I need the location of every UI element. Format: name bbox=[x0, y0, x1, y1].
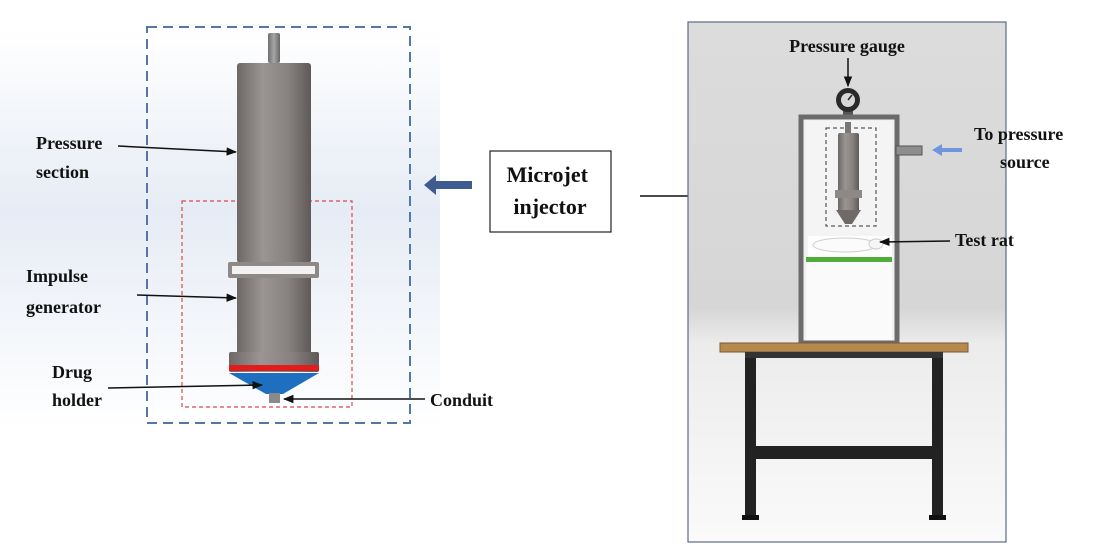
microjet-injector-label-box bbox=[489, 150, 612, 233]
red-band bbox=[229, 365, 319, 371]
test-rat-head bbox=[868, 238, 884, 250]
impulse-generator-cylinder bbox=[237, 278, 311, 352]
injector-frame-dashed bbox=[146, 26, 411, 424]
table-foot-right bbox=[929, 515, 946, 520]
pressure-source-arrow-icon bbox=[932, 144, 962, 156]
impulse-generator-label: Impulse generator bbox=[26, 266, 101, 317]
to-pressure-source-label: To pressure source bbox=[974, 124, 1068, 172]
direction-arrow-icon bbox=[424, 175, 472, 195]
rat-platform bbox=[806, 257, 892, 262]
table-leg-right bbox=[932, 352, 943, 517]
mini-injector-body bbox=[838, 133, 859, 193]
pressure-section-cylinder bbox=[237, 63, 311, 263]
mini-injector-ring bbox=[835, 190, 862, 198]
pressure-source-pipe bbox=[895, 145, 923, 156]
right-panel: Pressure gauge To pressure source Test r… bbox=[687, 21, 1068, 543]
table-top bbox=[719, 342, 969, 353]
test-rat-label: Test rat bbox=[955, 230, 1014, 250]
conduit-nozzle bbox=[269, 393, 280, 403]
left-background-glow bbox=[0, 30, 440, 430]
test-rat-pointer bbox=[878, 237, 951, 247]
top-pin bbox=[268, 33, 280, 63]
table-crossbar bbox=[756, 446, 932, 459]
test-rat-icon bbox=[812, 237, 878, 253]
impulse-ring-white-band bbox=[232, 266, 315, 274]
table-apron bbox=[745, 352, 943, 358]
drug-holder-cone bbox=[229, 373, 319, 394]
pressure-section-pointer bbox=[117, 145, 238, 156]
pressure-section-label: Pressure section bbox=[36, 133, 107, 182]
microjet-injector-label: Microjet injector bbox=[507, 162, 594, 219]
left-panel: Pressure section Impulse generator Drug … bbox=[0, 26, 493, 430]
mini-injector-lower bbox=[838, 198, 859, 210]
middle-section: Microjet injector bbox=[424, 150, 830, 233]
mini-injector-rod bbox=[845, 122, 851, 134]
chamber-lower-white bbox=[806, 262, 892, 340]
mini-injector-cone bbox=[836, 210, 861, 224]
pressure-gauge-label: Pressure gauge bbox=[789, 36, 905, 56]
table-foot-left bbox=[742, 515, 759, 520]
drug-holder-label: Drug holder bbox=[52, 362, 102, 410]
drug-holder-pointer bbox=[107, 380, 264, 390]
impulse-generator-pointer bbox=[136, 293, 238, 302]
conduit-label: Conduit bbox=[430, 390, 493, 410]
gauge-needle bbox=[847, 94, 853, 101]
table-leg-left bbox=[745, 352, 756, 517]
